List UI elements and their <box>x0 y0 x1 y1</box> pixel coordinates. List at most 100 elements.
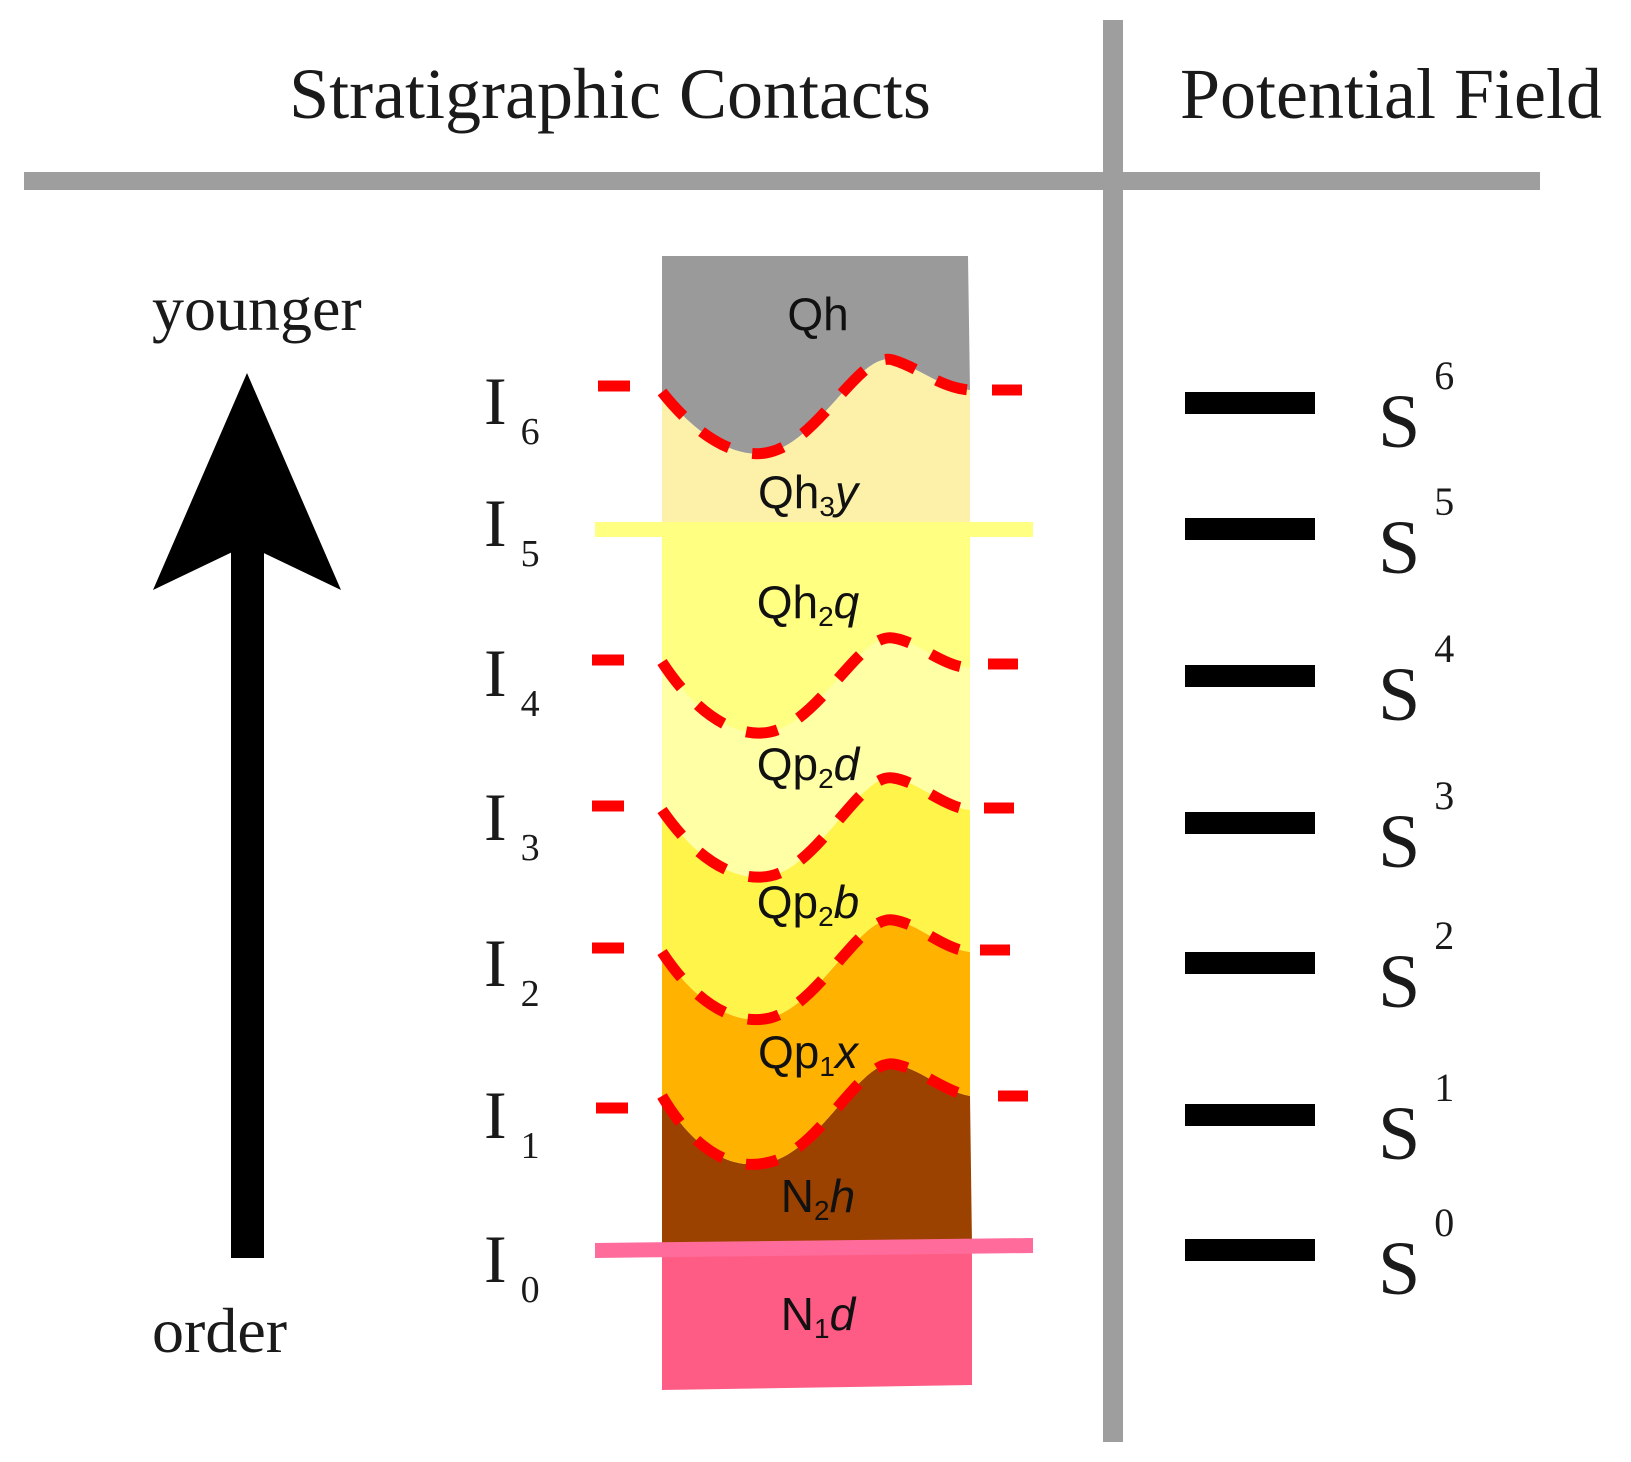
label-order: order <box>152 1295 287 1366</box>
potential-label-S1: S1 <box>1378 1065 1454 1176</box>
potential-bar-S4 <box>1185 665 1315 687</box>
layer-Qh <box>662 256 970 454</box>
potential_field-3-sup: 3 <box>1434 773 1454 818</box>
potential-bar-S1 <box>1185 1104 1315 1126</box>
units-7-italic: d <box>830 1288 857 1340</box>
label-younger: younger <box>152 273 362 344</box>
potential_field-4-main: S <box>1378 940 1420 1024</box>
potential_field-1-main: S <box>1378 506 1420 590</box>
units-1-italic: y <box>832 466 861 518</box>
units-2-sub: 2 <box>818 601 834 632</box>
units-6-italic: h <box>830 1170 856 1222</box>
units-2-main: Qh <box>757 576 818 628</box>
potential-bar-S6 <box>1185 392 1315 414</box>
units-3-sub: 2 <box>818 763 834 794</box>
arrow-head <box>153 373 341 590</box>
units-3-italic: d <box>834 738 861 790</box>
units-7-sub: 1 <box>814 1313 830 1344</box>
unit-label-N1d: N1d <box>781 1288 857 1344</box>
potential-label-S4: S4 <box>1378 626 1454 737</box>
contact-dash-I3 <box>592 772 1014 883</box>
units-5-sub: 1 <box>819 1051 835 1082</box>
contacts-4-main: I <box>484 925 507 1001</box>
unit-label-Qp1x: Qp1x <box>758 1026 860 1082</box>
contact-dash-I1 <box>596 1058 1028 1170</box>
potential_field-4-sup: 2 <box>1434 913 1454 958</box>
unit-label-Qp2d: Qp2d <box>757 738 861 794</box>
potential-bar-S2 <box>1185 952 1315 974</box>
potential_field-0-main: S <box>1378 380 1420 464</box>
potential_field-6-main: S <box>1378 1227 1420 1311</box>
contacts-0-index: 6 <box>521 411 540 453</box>
contact-line-I0 <box>595 1238 1033 1258</box>
units-2-italic: q <box>834 576 860 628</box>
unit-label-Qh: Qh <box>787 288 848 340</box>
units-4-sub: 2 <box>818 901 834 932</box>
units-5-italic: x <box>833 1026 860 1078</box>
units-6-main: N <box>781 1170 814 1222</box>
unit-label-Qh2q: Qh2q <box>757 576 860 632</box>
contacts-1-index: 5 <box>521 533 540 575</box>
contacts-6-main: I <box>484 1221 507 1297</box>
layer-Qp2b <box>662 777 970 1020</box>
units-4-main: Qp <box>757 876 818 928</box>
layer-N2h <box>662 1063 972 1246</box>
potential-label-S6: S6 <box>1378 353 1454 464</box>
potential_field-1-sup: 5 <box>1434 479 1454 524</box>
units-6-sub: 2 <box>814 1195 830 1226</box>
unit-label-Qh3y: Qh3y <box>758 466 861 522</box>
header-stratigraphic-contacts: Stratigraphic Contacts <box>289 54 931 134</box>
contacts-6-index: 0 <box>521 1269 540 1311</box>
contacts-0-main: I <box>484 363 507 439</box>
younger-arrow-icon <box>153 373 341 1258</box>
potential_field-0-sup: 6 <box>1434 353 1454 398</box>
contacts-5-index: 1 <box>521 1125 540 1167</box>
contacts-1-main: I <box>484 485 507 561</box>
potential-bar-S5 <box>1185 518 1315 540</box>
layer-Qh3y <box>662 359 970 530</box>
contacts-4-index: 2 <box>521 973 540 1015</box>
contacts-2-index: 4 <box>521 683 540 725</box>
contact-line-I5 <box>595 522 1033 537</box>
unit-label-N2h: N2h <box>781 1170 855 1226</box>
contacts-3-index: 3 <box>521 827 540 869</box>
potential-label-S3: S3 <box>1378 773 1454 884</box>
potential_field-3-main: S <box>1378 800 1420 884</box>
arrow-shaft <box>231 540 264 1258</box>
header-potential-field: Potential Field <box>1180 54 1602 134</box>
potential-label-S2: S2 <box>1378 913 1454 1024</box>
units-1-sub: 3 <box>819 491 835 522</box>
layer-Qp1x <box>662 919 970 1165</box>
potential-bar-S3 <box>1185 812 1315 834</box>
potential_field-2-main: S <box>1378 653 1420 737</box>
units-3-main: Qp <box>757 738 818 790</box>
potential_field-5-main: S <box>1378 1092 1420 1176</box>
grid-horizontal-line <box>24 172 1540 190</box>
layer-Qp2d <box>662 637 970 878</box>
layer-Qh2q <box>662 530 970 734</box>
units-4-italic: b <box>834 876 860 928</box>
contact-dash-I6 <box>598 353 1022 460</box>
units-1-main: Qh <box>758 466 819 518</box>
unit-label-Qp2b: Qp2b <box>757 876 860 932</box>
layer-N1d <box>662 1244 972 1390</box>
contacts-3-main: I <box>484 779 507 855</box>
grid-vertical-line <box>1103 20 1123 1442</box>
contact-dash-I2 <box>592 914 1010 1026</box>
units-7-main: N <box>781 1288 814 1340</box>
potential_field-6-sup: 0 <box>1434 1200 1454 1245</box>
units-5-main: Qp <box>758 1026 819 1078</box>
contacts-2-main: I <box>484 635 507 711</box>
potential-label-S0: S0 <box>1378 1200 1454 1311</box>
contacts-5-main: I <box>484 1077 507 1153</box>
potential_field-5-sup: 1 <box>1434 1065 1454 1110</box>
